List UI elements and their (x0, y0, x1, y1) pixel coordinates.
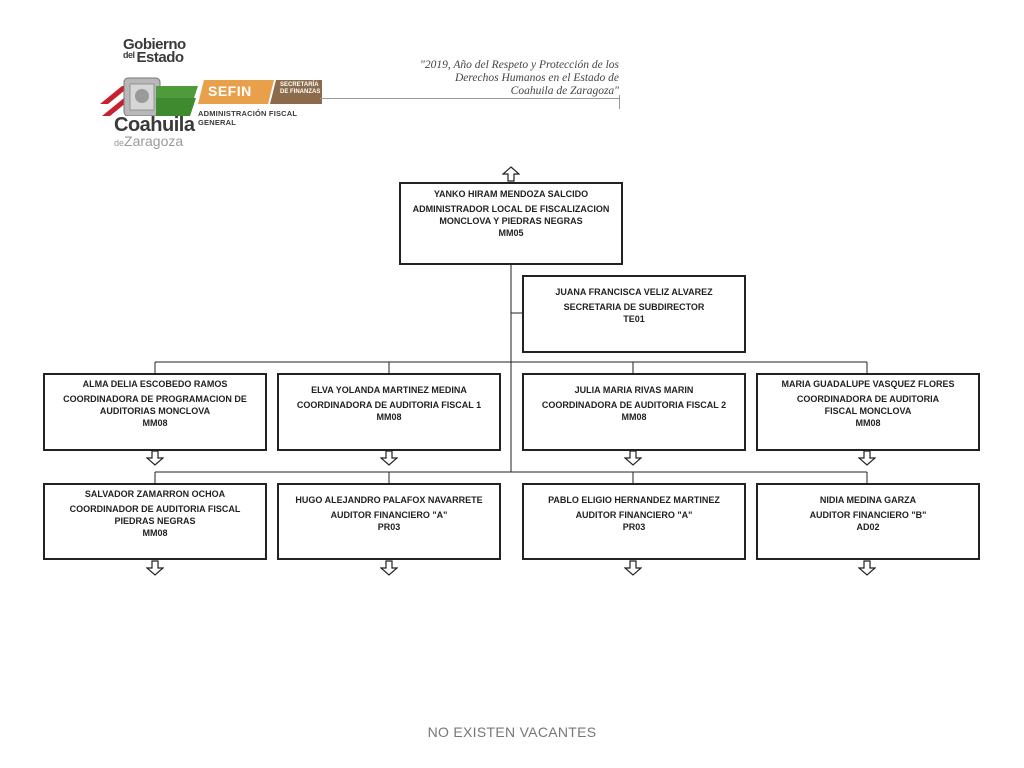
node-code: PR03 (377, 522, 401, 532)
down-arrow-icon (858, 560, 876, 576)
motto-divider (320, 98, 620, 99)
node-name: SALVADOR ZAMARRON OCHOA (84, 489, 226, 499)
node-code: MM05 (498, 228, 524, 238)
node-title: AUDITOR FINANCIERO "A" (330, 510, 448, 520)
node-name: ELVA YOLANDA MARTINEZ MEDINA (311, 385, 467, 395)
down-arrow-icon (624, 450, 642, 466)
org-node-coordinadora-fiscal-monclova: MARIA GUADALUPE VASQUEZ FLORES COORDINAD… (756, 373, 980, 451)
node-code: MM08 (855, 418, 881, 428)
org-node-auditor-b: NIDIA MEDINA GARZA AUDITOR FINANCIERO "B… (756, 483, 980, 560)
down-arrow-icon (146, 450, 164, 466)
org-node-secretaria: JUANA FRANCISCA VELIZ ALVAREZ SECRETARIA… (522, 275, 746, 353)
org-node-auditor-a-1: HUGO ALEJANDRO PALAFOX NAVARRETE AUDITOR… (277, 483, 501, 560)
node-code: MM08 (376, 412, 402, 422)
node-title: COORDINADORA DE PROGRAMACION DE AUDITORI… (63, 394, 247, 416)
node-title: AUDITOR FINANCIERO "A" (575, 510, 693, 520)
node-name: NIDIA MEDINA GARZA (819, 495, 917, 505)
org-node-coordinador-piedras-negras: SALVADOR ZAMARRON OCHOA COORDINADOR DE A… (43, 483, 267, 560)
year-motto: "2019, Año del Respeto y Protección de l… (419, 59, 619, 97)
node-code: AD02 (856, 522, 880, 532)
sefin-label: SEFIN (208, 83, 252, 99)
node-title: SECRETARIA DE SUBDIRECTOR (563, 302, 705, 312)
node-code: PR03 (622, 522, 646, 532)
node-name: PABLO ELIGIO HERNANDEZ MARTINEZ (548, 495, 720, 505)
node-title: COORDINADOR DE AUDITORIA FISCAL PIEDRAS … (69, 504, 241, 526)
node-name: JULIA MARIA RIVAS MARIN (574, 385, 694, 395)
node-code: TE01 (623, 314, 645, 324)
logo-zaragoza-text: deZaragoza (114, 133, 184, 149)
node-title: COORDINADORA DE AUDITORIA FISCAL 2 (541, 400, 727, 410)
node-name: MARIA GUADALUPE VASQUEZ FLORES (781, 379, 955, 389)
down-arrow-icon (858, 450, 876, 466)
down-arrow-icon (380, 560, 398, 576)
motto-divider-tick (619, 95, 620, 109)
logo-coahuila-text: Coahuila (114, 114, 195, 136)
node-name: YANKO HIRAM MENDOZA SALCIDO (433, 189, 589, 199)
org-node-coordinadora-programacion: ALMA DELIA ESCOBEDO RAMOS COORDINADORA D… (43, 373, 267, 451)
node-name: ALMA DELIA ESCOBEDO RAMOS (82, 379, 228, 389)
node-code: MM08 (142, 528, 168, 538)
logo-gobierno-text: Gobierno (123, 36, 186, 53)
org-node-coordinadora-fiscal-1: ELVA YOLANDA MARTINEZ MEDINA COORDINADOR… (277, 373, 501, 451)
node-title: AUDITOR FINANCIERO "B" (809, 510, 927, 520)
up-arrow-icon (502, 166, 520, 182)
org-node-administrador: YANKO HIRAM MENDOZA SALCIDO ADMINISTRADO… (399, 182, 623, 265)
node-name: HUGO ALEJANDRO PALAFOX NAVARRETE (295, 495, 483, 505)
org-node-coordinadora-fiscal-2: JULIA MARIA RIVAS MARIN COORDINADORA DE … (522, 373, 746, 451)
no-vacancies-note: NO EXISTEN VACANTES (427, 724, 597, 740)
down-arrow-icon (380, 450, 398, 466)
administracion-fiscal-label: ADMINISTRACIÓN FISCAL GENERAL (198, 109, 298, 127)
sefin-badge-icon (198, 80, 322, 104)
org-node-auditor-a-2: PABLO ELIGIO HERNANDEZ MARTINEZ AUDITOR … (522, 483, 746, 560)
node-title: COORDINADORA DE AUDITORIA FISCAL 1 (296, 400, 482, 410)
node-code: MM08 (142, 418, 168, 428)
down-arrow-icon (624, 560, 642, 576)
node-code: MM08 (621, 412, 647, 422)
node-title: COORDINADORA DE AUDITORIA FISCAL MONCLOV… (796, 394, 940, 416)
down-arrow-icon (146, 560, 164, 576)
node-title: ADMINISTRADOR LOCAL DE FISCALIZACION MON… (412, 204, 610, 226)
coat-of-arms-icon (100, 77, 198, 116)
node-name: JUANA FRANCISCA VELIZ ALVAREZ (555, 287, 713, 297)
